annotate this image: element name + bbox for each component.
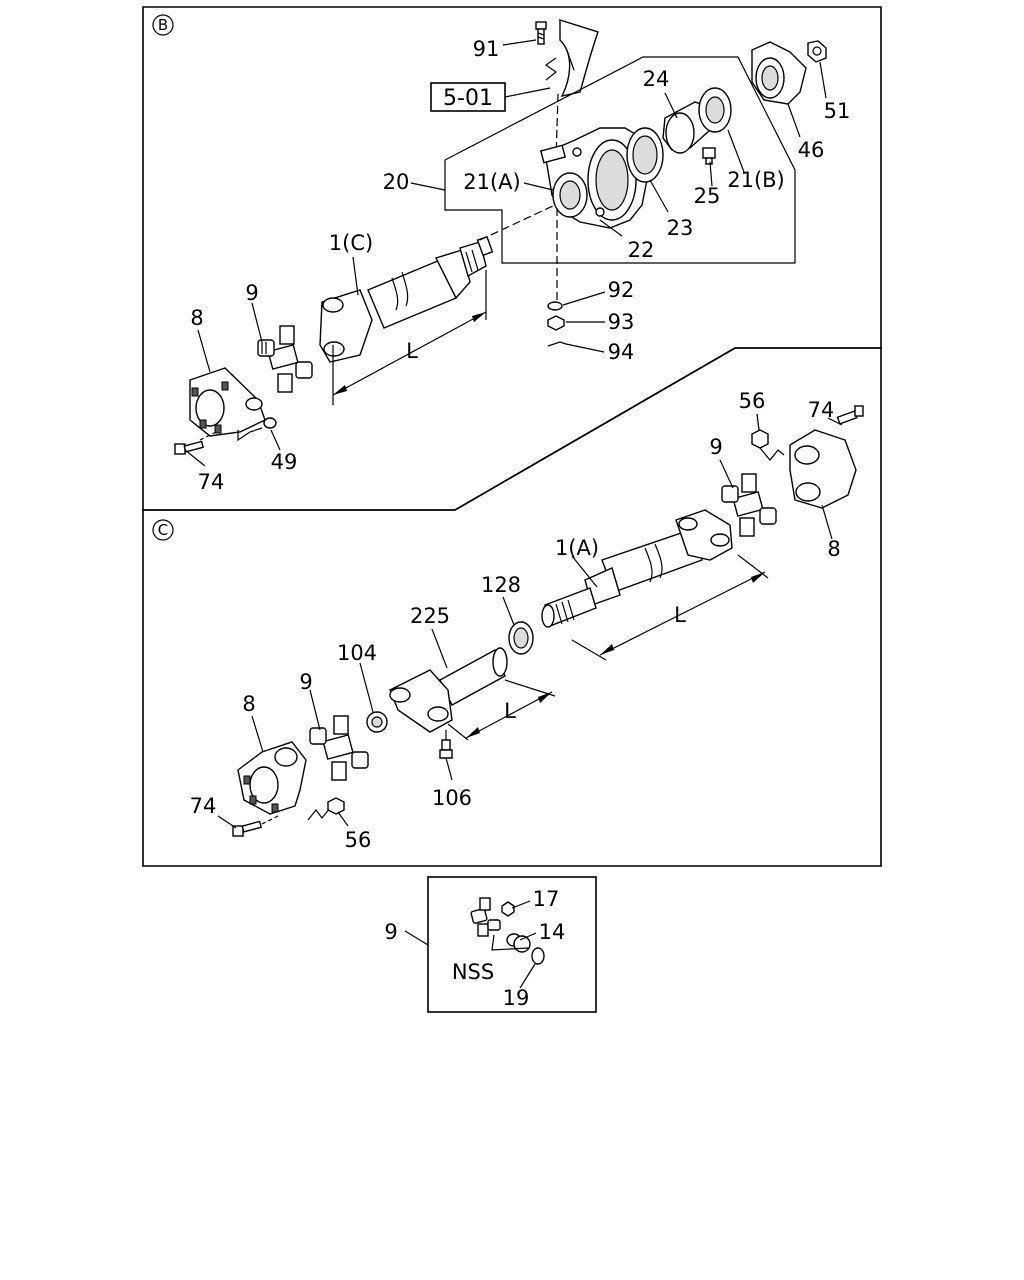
dimension-l-b [332, 270, 487, 405]
label-46: 46 [798, 138, 825, 162]
nut-56-c-left [327, 797, 345, 815]
label-51: 51 [824, 99, 851, 123]
leader-lines [184, 39, 843, 989]
label-49: 49 [271, 450, 298, 474]
flange-yoke-8-c-left [237, 741, 307, 815]
bolt-74-c-left [232, 815, 279, 837]
label-17: 17 [533, 887, 560, 911]
label-23: 23 [667, 216, 694, 240]
label-74-c-left: 74 [190, 794, 217, 818]
label-93: 93 [608, 310, 635, 334]
label-94: 94 [608, 340, 635, 364]
label-9-b: 9 [245, 281, 258, 305]
label-1a: 1(A) [555, 536, 599, 560]
label-56-c-left: 56 [345, 828, 372, 852]
washer-49 [263, 417, 277, 429]
seal-21a [552, 172, 588, 218]
detail-fitting-17 [501, 901, 515, 917]
dimension-l-c-upper [571, 554, 769, 661]
label-21b: 21(B) [727, 168, 785, 192]
spider-9-b [257, 325, 313, 393]
washer-92 [547, 301, 563, 311]
label-l-c-lower: L [504, 699, 516, 723]
label-21a: 21(A) [463, 170, 520, 194]
labels-section-c: 74 56 9 8 1(A) 128 225 L 104 9 8 L 74 10… [190, 389, 841, 852]
spider-9-c-left [309, 715, 369, 781]
seal-21b [698, 87, 732, 133]
label-56-c: 56 [739, 389, 766, 413]
label-106: 106 [432, 786, 472, 810]
label-74-b: 74 [198, 470, 225, 494]
label-74-c: 74 [808, 398, 835, 422]
label-nss: NSS [452, 960, 494, 984]
ref-box-label: 5-01 [443, 86, 493, 111]
flange-yoke-8-b [189, 367, 266, 437]
shaft-1c [319, 235, 494, 363]
labels-detail: 9 17 14 NSS 19 [384, 887, 565, 1010]
flange-46 [751, 41, 807, 105]
section-c-marker: C [158, 521, 168, 539]
ring-128 [508, 621, 534, 655]
nut-51 [807, 40, 827, 63]
label-9-c-right: 9 [709, 435, 722, 459]
grease-fitting-106 [439, 730, 453, 759]
nut-93 [547, 315, 565, 331]
label-19: 19 [503, 986, 530, 1010]
section-c-frame: C [142, 347, 882, 867]
seal-104 [366, 711, 388, 733]
label-1c: 1(C) [329, 231, 373, 255]
labels-section-b: 5-01 91 24 51 46 20 21(A) 25 21(B) 23 22… [190, 37, 850, 494]
label-128: 128 [481, 573, 521, 597]
detail-parts [470, 897, 545, 965]
label-8-b: 8 [190, 306, 203, 330]
bolt-74-c [836, 405, 864, 425]
bolt-74-b [174, 431, 217, 455]
label-9-c-left: 9 [299, 670, 312, 694]
section-b-parts [174, 19, 827, 455]
slip-yoke-225 [389, 647, 508, 733]
label-8-c-left: 8 [242, 692, 255, 716]
label-91: 91 [473, 37, 500, 61]
label-l-b: L [406, 339, 418, 363]
section-c-parts [232, 405, 864, 837]
label-92: 92 [608, 278, 635, 302]
label-225: 225 [410, 604, 450, 628]
dimension-l-c-lower [447, 679, 556, 741]
detail-ring-19 [531, 947, 545, 965]
label-8-c-right: 8 [827, 537, 840, 561]
grease-fitting-25 [702, 147, 716, 165]
label-detail-callout-9: 9 [384, 920, 397, 944]
label-22: 22 [628, 238, 655, 262]
bearing-23 [626, 127, 664, 183]
flange-yoke-8-c [789, 429, 857, 509]
label-14: 14 [539, 920, 566, 944]
label-104: 104 [337, 641, 377, 665]
section-b-marker: B [158, 16, 168, 34]
ref-box-5-01 [430, 82, 551, 112]
spider-9-c-right [721, 473, 777, 537]
bolt-91 [535, 21, 547, 45]
cotter-pin-94 [547, 341, 567, 347]
shaft-1a [541, 509, 733, 628]
label-20: 20 [383, 170, 410, 194]
label-24: 24 [643, 67, 670, 91]
nut-56-c [751, 429, 769, 449]
label-l-c-upper: L [674, 603, 686, 627]
label-25: 25 [694, 184, 721, 208]
